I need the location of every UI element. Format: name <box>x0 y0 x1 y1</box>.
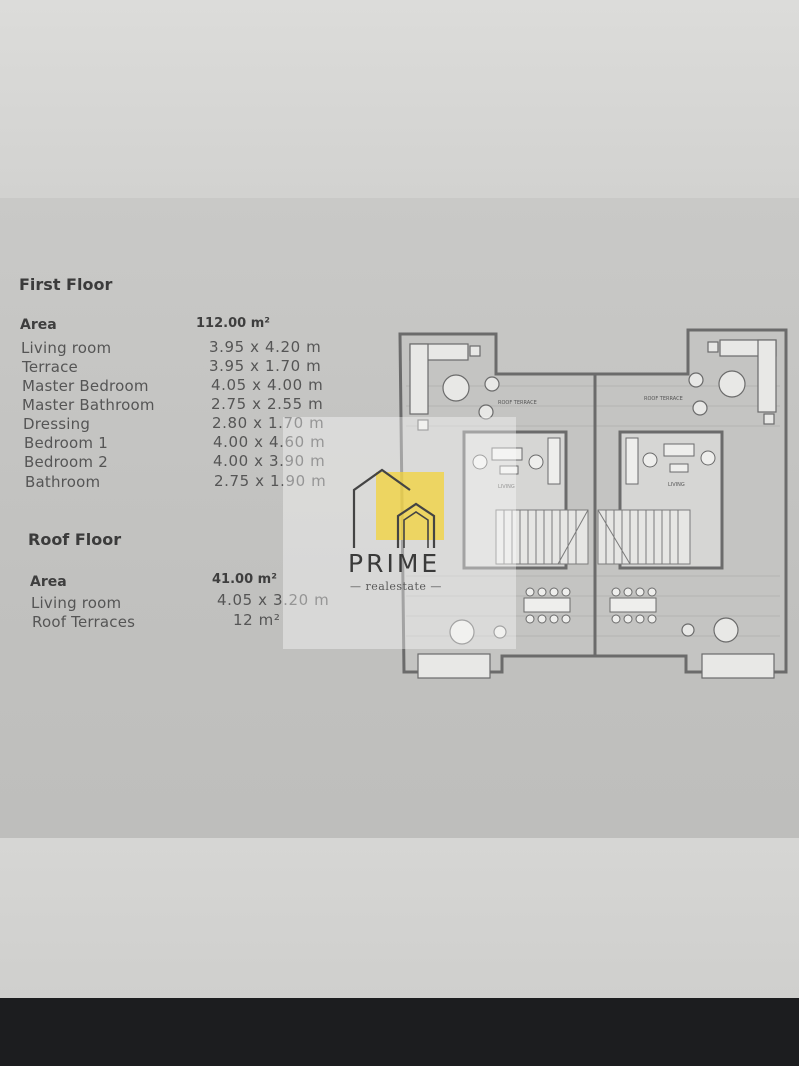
room-name: Bedroom 2 <box>24 453 108 471</box>
room-name: Bedroom 1 <box>24 434 108 452</box>
roof-floor-area-value: 41.00 m² <box>212 572 277 587</box>
room-dimensions: 3.95 x 4.20 m <box>209 338 322 356</box>
room-dimensions: 4.00 x 4.60 m <box>213 433 326 451</box>
roof-floor-heading: Roof Floor <box>28 530 122 549</box>
watermark-brand: PRIME <box>348 549 441 578</box>
room-name: Roof Terraces <box>32 613 136 631</box>
room-dimensions: 4.00 x 3.90 m <box>213 452 326 470</box>
room-name: Master Bedroom <box>22 377 149 395</box>
photo-background-top <box>0 0 799 198</box>
prime-logo-icon <box>348 468 458 548</box>
living-right-label: LIVING <box>668 482 685 488</box>
watermark-tagline: — realestate — <box>350 580 442 593</box>
roof-terrace-right-label: ROOF TERRACE <box>644 396 683 402</box>
room-dimensions: 2.80 x 1.70 m <box>212 414 325 432</box>
room-dimensions: 4.05 x 4.00 m <box>211 376 324 394</box>
roof-floor-plan: ROOF TERRACE ROOF TERRACE LIVING LIVING <box>398 326 790 692</box>
photo-background-lower <box>0 838 799 998</box>
roof-terrace-left-label: ROOF TERRACE <box>498 400 537 406</box>
first-floor-area-label: Area <box>20 317 57 333</box>
first-floor-heading: First Floor <box>19 275 113 294</box>
room-name: Living room <box>21 339 112 357</box>
roof-floor-area-label: Area <box>30 574 67 590</box>
room-name: Master Bathroom <box>22 396 155 414</box>
first-floor-area-value: 112.00 m² <box>196 316 270 331</box>
room-name: Living room <box>31 594 122 612</box>
room-dimensions: 3.95 x 1.70 m <box>209 357 322 375</box>
room-dimensions: 12 m² <box>233 611 281 629</box>
room-name: Dressing <box>23 415 91 433</box>
room-dimensions: 4.05 x 3.20 m <box>217 591 330 609</box>
room-name: Bathroom <box>25 473 101 491</box>
room-dimensions: 2.75 x 1.90 m <box>214 472 327 490</box>
room-name: Terrace <box>22 358 78 376</box>
living-left-label: LIVING <box>498 484 515 490</box>
room-dimensions: 2.75 x 2.55 m <box>211 395 324 413</box>
photo-background-dark-edge <box>0 998 799 1066</box>
